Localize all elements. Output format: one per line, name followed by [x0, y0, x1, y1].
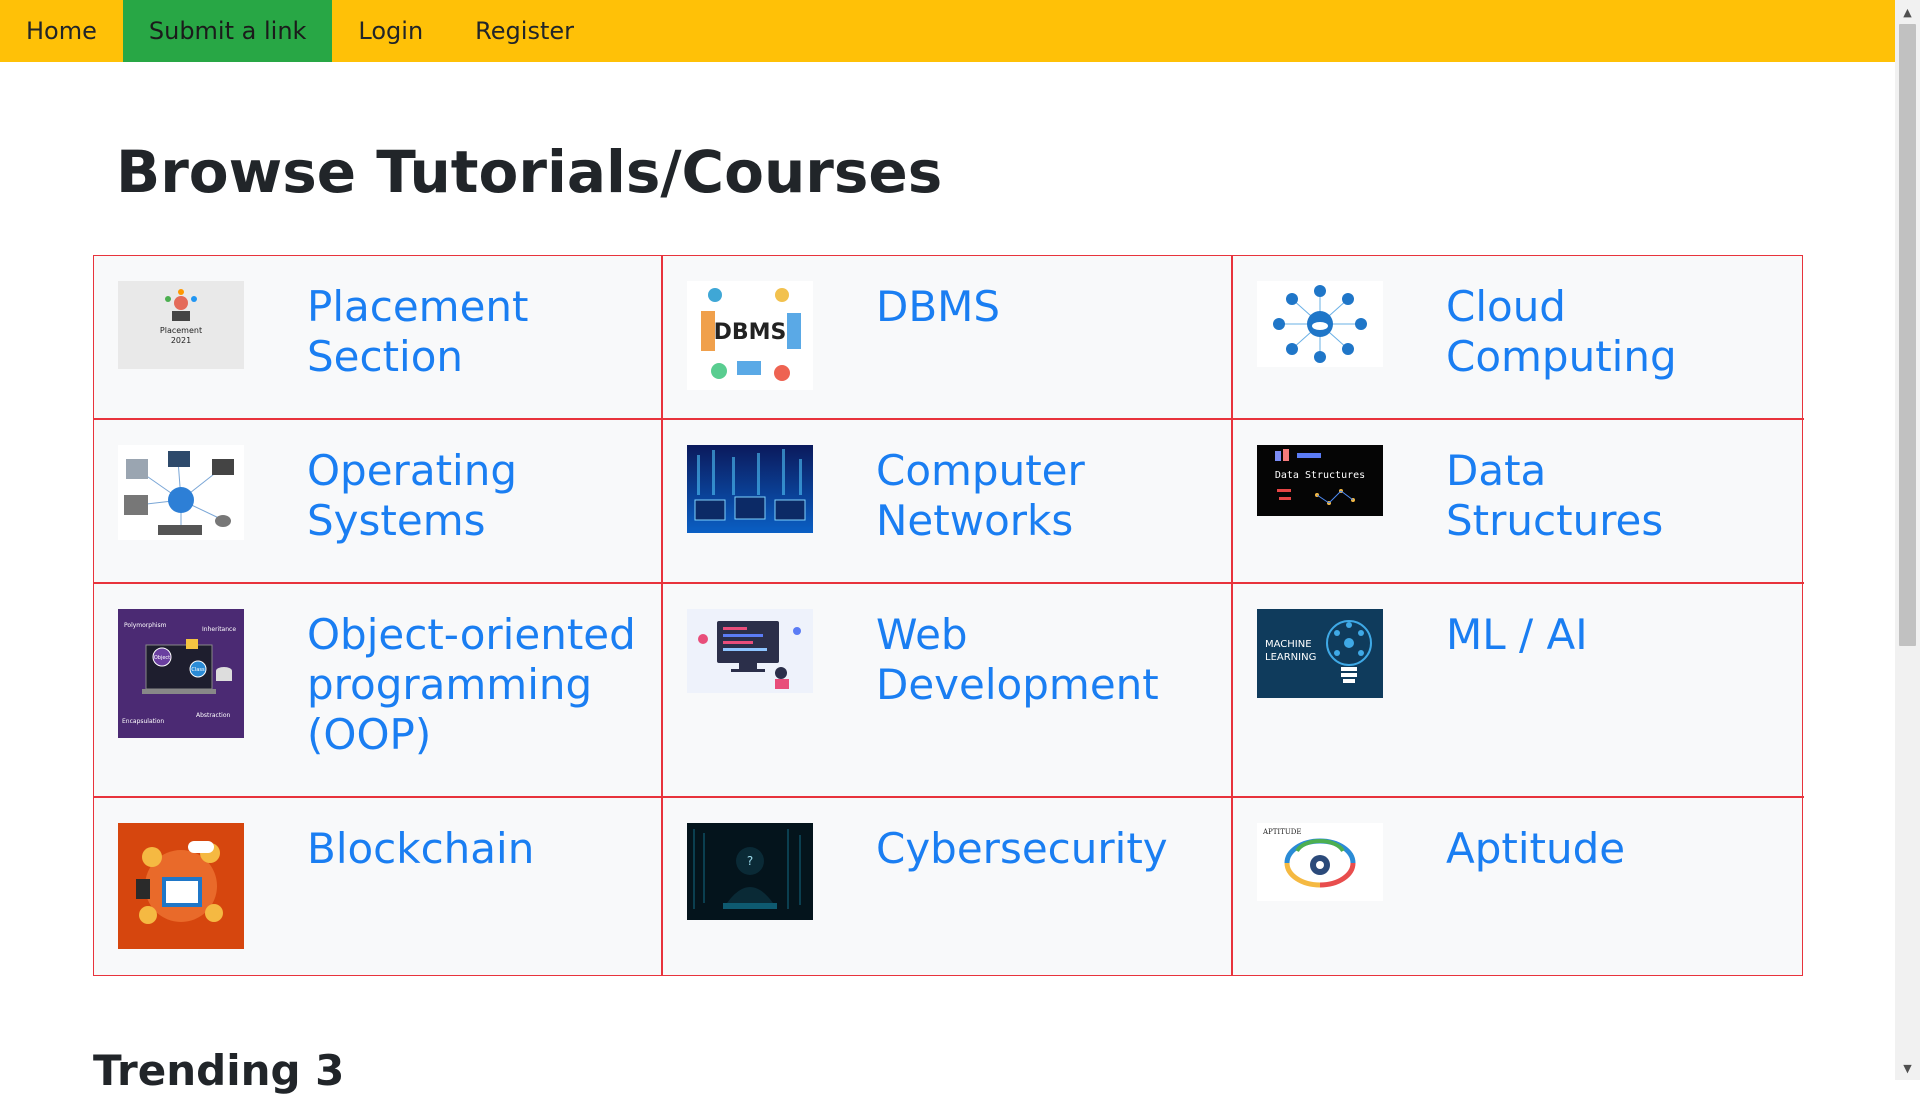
data-structures-thumbnail[interactable]: Data Structures — [1257, 445, 1383, 516]
course-cell-web-development: Web Development — [663, 584, 1233, 798]
course-link-oop[interactable]: Object-oriented programming (OOP) — [307, 610, 636, 759]
course-link-blockchain[interactable]: Blockchain — [307, 824, 535, 873]
course-cell-dbms: DBMS DBMS — [663, 256, 1233, 420]
nav-login-link[interactable]: Login — [358, 17, 424, 45]
course-link-cybersecurity[interactable]: Cybersecurity — [876, 824, 1168, 873]
course-link-operating-systems[interactable]: Operating Systems — [307, 446, 517, 545]
nav-submit-link[interactable]: Submit a link — [122, 0, 333, 62]
course-link-placement[interactable]: Placement Section — [307, 282, 529, 381]
scroll-thumb[interactable] — [1899, 24, 1916, 646]
svg-text:Encapsulation: Encapsulation — [122, 718, 164, 725]
course-cell-computer-networks: Computer Networks — [663, 420, 1233, 584]
course-cell-ml-ai: MACHINE LEARNING ML / AI — [1233, 584, 1804, 798]
course-link-web-development[interactable]: Web Development — [876, 610, 1159, 709]
cloud-computing-thumbnail[interactable] — [1257, 281, 1383, 367]
course-grid: Placement 2021 Placement Section DBMS DB… — [93, 255, 1804, 976]
machine-learning-thumbnail[interactable]: MACHINE LEARNING — [1257, 609, 1383, 698]
scroll-up-arrow-icon[interactable]: ▲ — [1903, 5, 1912, 19]
aptitude-thumbnail[interactable]: APTITUDE — [1257, 823, 1383, 901]
svg-text:Object: Object — [154, 655, 170, 661]
trending-heading: Trending 3 — [93, 1046, 345, 1095]
course-link-dbms[interactable]: DBMS — [876, 282, 1001, 331]
svg-text:Abstraction: Abstraction — [196, 712, 231, 719]
page-scrollbar[interactable]: ▲ ▼ — [1895, 0, 1920, 1080]
operating-systems-thumbnail[interactable] — [118, 445, 244, 540]
svg-text:DBMS: DBMS — [714, 320, 787, 345]
svg-text:Polymorphism: Polymorphism — [124, 622, 167, 629]
page-title: Browse Tutorials/Courses — [116, 138, 943, 206]
course-cell-cloud-computing: Cloud Computing — [1233, 256, 1804, 420]
course-link-ml-ai[interactable]: ML / AI — [1446, 610, 1588, 659]
svg-text:Placement: Placement — [160, 326, 202, 335]
scroll-down-arrow-icon[interactable]: ▼ — [1903, 1061, 1912, 1075]
cybersecurity-thumbnail[interactable]: ? — [687, 823, 813, 920]
svg-text:MACHINE: MACHINE — [1265, 639, 1312, 650]
svg-text:2021: 2021 — [171, 336, 191, 345]
blockchain-thumbnail[interactable] — [118, 823, 244, 949]
course-cell-operating-systems: Operating Systems — [94, 420, 663, 584]
nav-register-link[interactable]: Register — [475, 17, 574, 45]
oop-thumbnail[interactable]: Polymorphism Inheritance Encapsulation A… — [118, 609, 244, 738]
course-cell-oop: Polymorphism Inheritance Encapsulation A… — [94, 584, 663, 798]
svg-text:?: ? — [747, 854, 753, 868]
svg-text:Class: Class — [191, 667, 205, 673]
dbms-thumbnail[interactable]: DBMS — [687, 281, 813, 390]
svg-text:Data Structures: Data Structures — [1275, 470, 1365, 481]
svg-text:Inheritance: Inheritance — [202, 626, 236, 633]
course-link-data-structures[interactable]: Data Structures — [1446, 446, 1664, 545]
course-link-cloud-computing[interactable]: Cloud Computing — [1446, 282, 1677, 381]
computer-networks-thumbnail[interactable] — [687, 445, 813, 533]
course-cell-blockchain: Blockchain — [94, 798, 663, 975]
svg-text:APTITUDE: APTITUDE — [1262, 828, 1302, 836]
placement-2021-thumbnail[interactable]: Placement 2021 — [118, 281, 244, 369]
course-link-aptitude[interactable]: Aptitude — [1446, 824, 1626, 873]
course-cell-placement: Placement 2021 Placement Section — [94, 256, 663, 420]
course-cell-aptitude: APTITUDE Aptitude — [1233, 798, 1804, 975]
web-development-thumbnail[interactable] — [687, 609, 813, 693]
nav-home-link[interactable]: Home — [26, 17, 97, 45]
course-cell-cybersecurity: ? Cybersecurity — [663, 798, 1233, 975]
svg-text:LEARNING: LEARNING — [1265, 652, 1316, 663]
top-navbar: Home Submit a link Login Register — [0, 0, 1895, 62]
course-link-computer-networks[interactable]: Computer Networks — [876, 446, 1085, 545]
course-cell-data-structures: Data Structures Data Structures — [1233, 420, 1804, 584]
